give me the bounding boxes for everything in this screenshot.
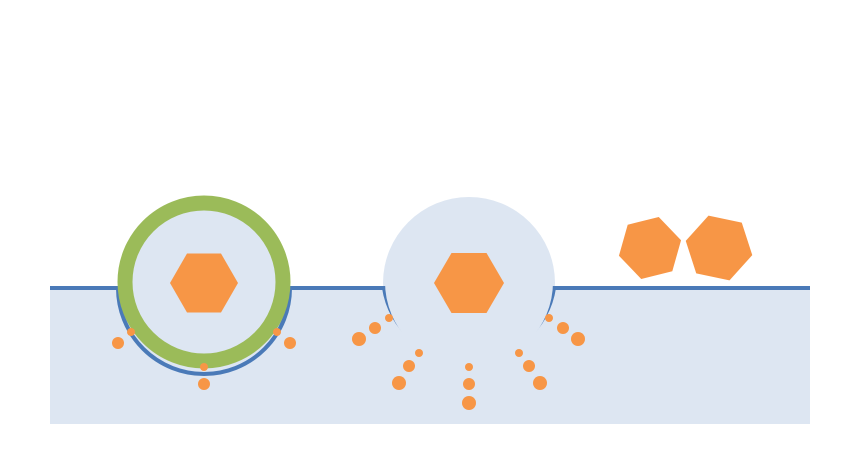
- released-dot: [369, 322, 381, 334]
- released-dot: [385, 314, 393, 322]
- released-dot: [463, 378, 475, 390]
- hexagon-particle-icon: [685, 215, 753, 281]
- hexagon-particle-icon: [434, 253, 504, 313]
- released-dot: [284, 337, 296, 349]
- released-dot: [273, 328, 281, 336]
- uncoated-particle-group: [385, 198, 553, 366]
- released-dot: [571, 332, 585, 346]
- released-dots: [112, 314, 585, 410]
- released-dot: [392, 376, 406, 390]
- released-dot: [515, 349, 523, 357]
- coated-particle-group: [117, 195, 291, 369]
- aggregated-particles-group: [618, 215, 753, 281]
- released-dot: [557, 322, 569, 334]
- released-dot: [200, 363, 208, 371]
- released-dot: [352, 332, 366, 346]
- released-dot: [533, 376, 547, 390]
- released-dot: [465, 363, 473, 371]
- released-dot: [462, 396, 476, 410]
- released-dot: [112, 337, 124, 349]
- released-dot: [127, 328, 135, 336]
- released-dot: [415, 349, 423, 357]
- released-dot: [403, 360, 415, 372]
- hexagon-particle-icon: [618, 216, 682, 280]
- hexagon-particle-icon: [170, 253, 238, 313]
- released-dot: [545, 314, 553, 322]
- released-dot: [523, 360, 535, 372]
- released-dot: [198, 378, 210, 390]
